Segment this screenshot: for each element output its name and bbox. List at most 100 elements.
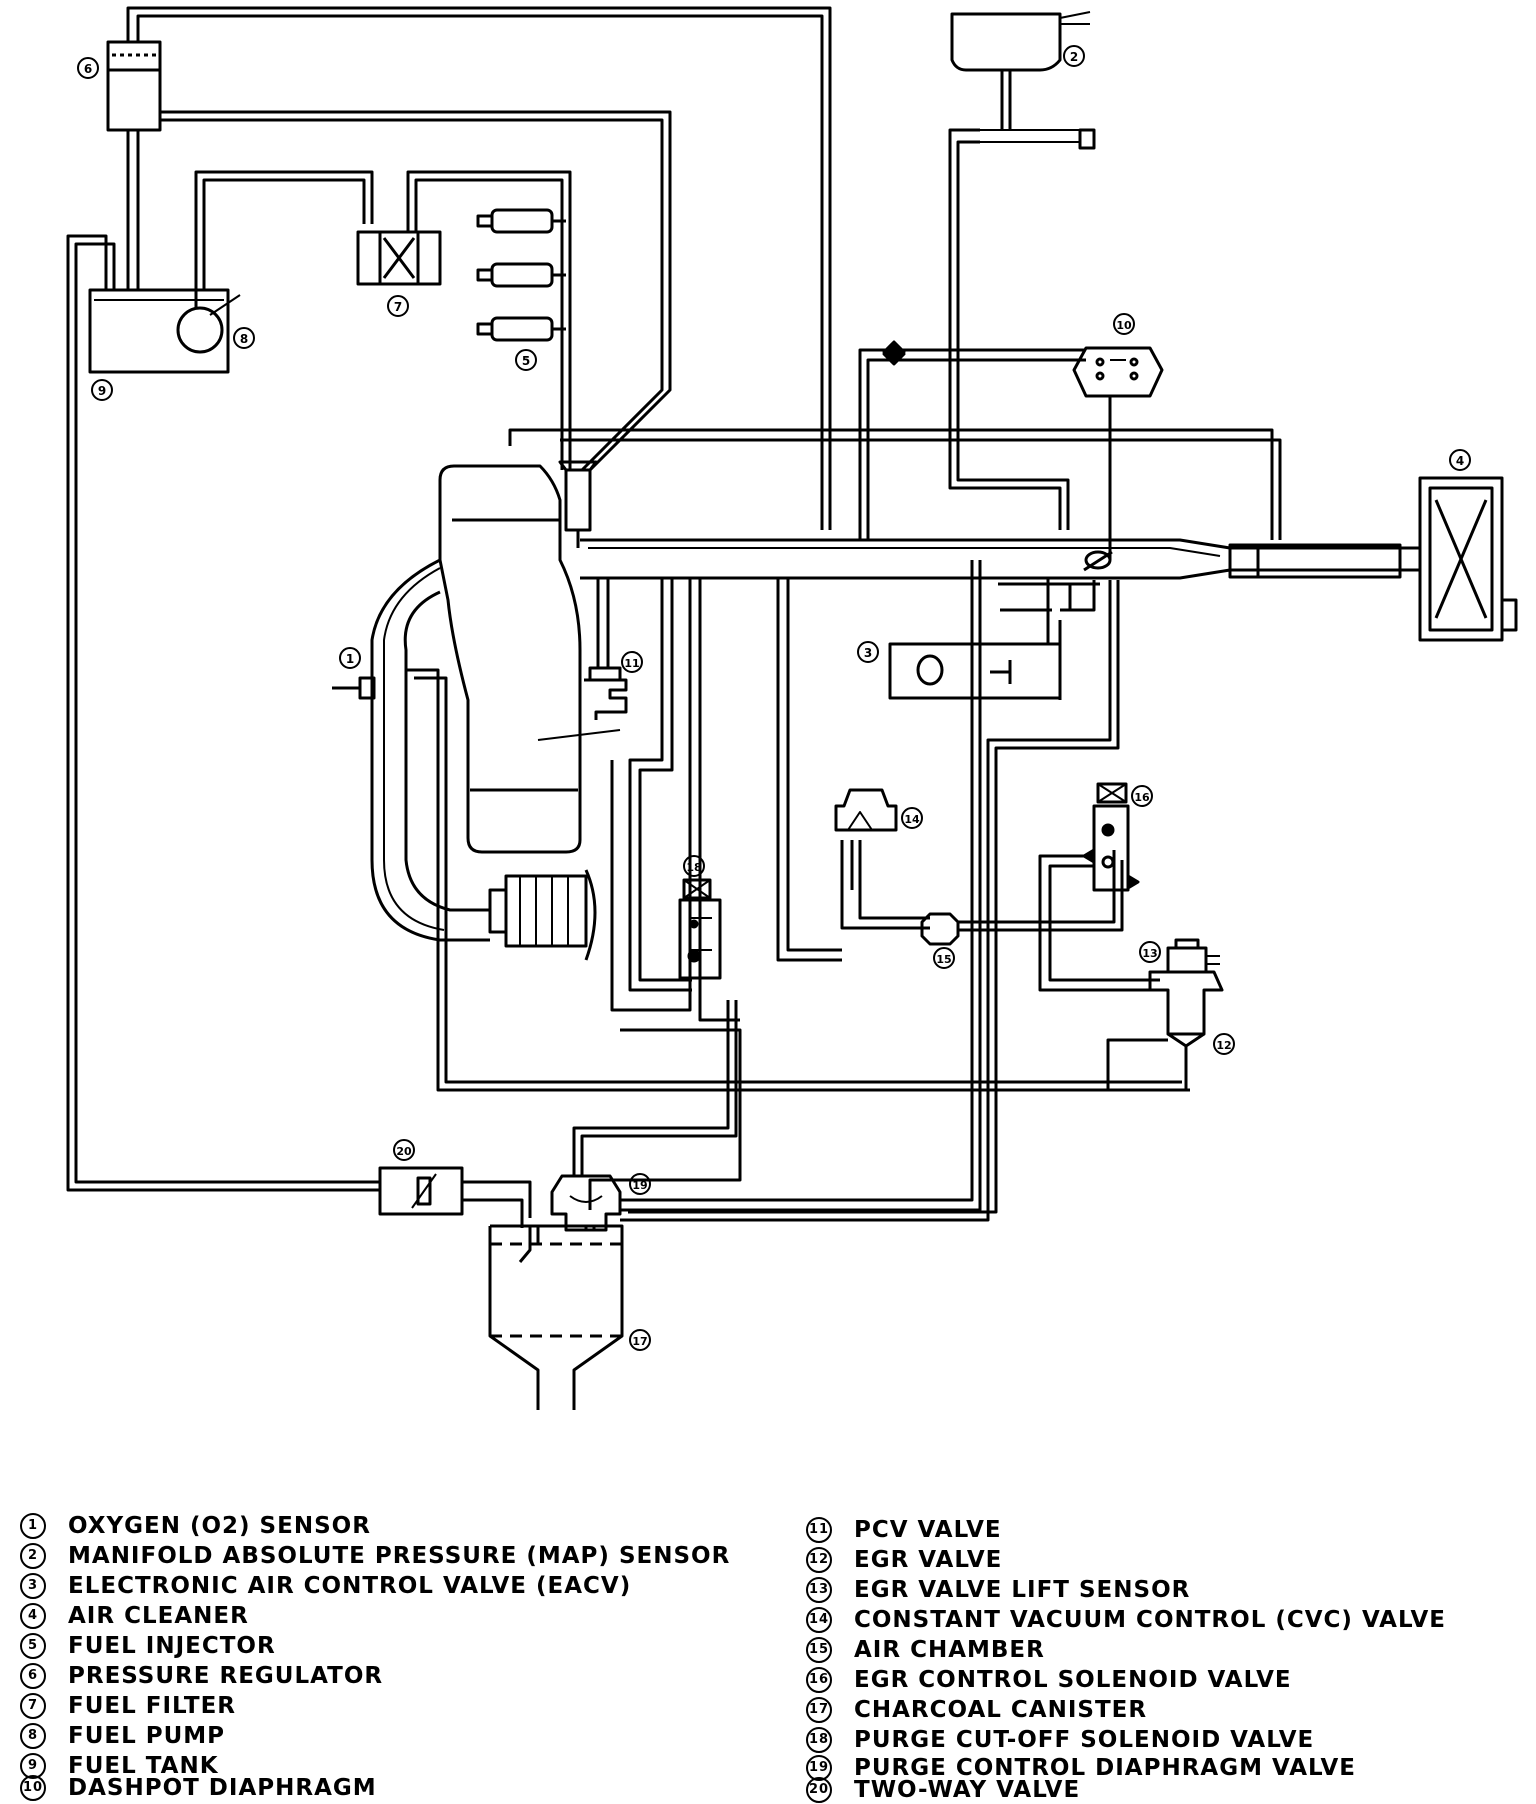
two-way-valve — [378, 1166, 464, 1216]
legend-label: PCV VALVE — [854, 1516, 1002, 1543]
svg-text:9: 9 — [98, 384, 106, 398]
callout-4: 4 — [1449, 449, 1471, 471]
svg-text:3: 3 — [864, 646, 872, 660]
legend-number: 3 — [20, 1572, 46, 1599]
legend-item-1: 1 OXYGEN (O2) SENSOR — [20, 1512, 371, 1539]
svg-text:15: 15 — [936, 953, 951, 966]
legend-item-15: 15 AIR CHAMBER — [806, 1636, 1045, 1663]
legend-number: 14 — [806, 1606, 832, 1633]
svg-text:14: 14 — [904, 813, 920, 826]
map-sensor — [950, 11, 1096, 150]
legend-item-14: 14 CONSTANT VACUUM CONTROL (CVC) VALVE — [806, 1606, 1446, 1633]
legend-number: 1 — [20, 1512, 46, 1539]
callout-10: 10 — [1113, 313, 1135, 335]
svg-text:5: 5 — [522, 354, 530, 368]
charcoal-canister — [488, 1224, 624, 1410]
legend-label: OXYGEN (O2) SENSOR — [68, 1512, 371, 1539]
fuel-tank — [88, 288, 230, 374]
callout-12: 12 — [1213, 1033, 1235, 1055]
svg-text:17: 17 — [632, 1335, 647, 1348]
legend-number: 18 — [806, 1726, 832, 1753]
legend-item-20: 20 TWO-WAY VALVE — [806, 1776, 1080, 1803]
legend-item-12: 12 EGR VALVE — [806, 1546, 1002, 1573]
svg-text:2: 2 — [1070, 50, 1078, 64]
callout-14: 14 — [901, 807, 923, 829]
callout-15: 15 — [933, 947, 955, 969]
legend-item-2: 2 MANIFOLD ABSOLUTE PRESSURE (MAP) SENSOR — [20, 1542, 730, 1569]
legend-number: 12 — [806, 1546, 832, 1573]
legend-label: CHARCOAL CANISTER — [854, 1696, 1148, 1723]
svg-text:20: 20 — [396, 1145, 412, 1158]
callout-6: 6 — [77, 57, 99, 79]
legend-label: FUEL INJECTOR — [68, 1632, 276, 1659]
callout-7: 7 — [387, 295, 409, 317]
svg-text:6: 6 — [84, 62, 92, 76]
intake-manifold — [438, 464, 582, 854]
legend-number: 10 — [20, 1774, 46, 1801]
callout-3: 3 — [857, 641, 879, 663]
air-chamber — [920, 912, 960, 946]
legend-number: 7 — [20, 1692, 46, 1719]
legend-number: 4 — [20, 1602, 46, 1629]
legend-label: PRESSURE REGULATOR — [68, 1662, 384, 1689]
callout-1: 1 — [339, 647, 361, 669]
pcv-valve — [537, 666, 628, 741]
legend-label: ELECTRONIC AIR CONTROL VALVE (EACV) — [68, 1572, 632, 1599]
callout-17: 17 — [629, 1329, 651, 1351]
pressure-regulator — [106, 40, 162, 132]
legend-item-4: 4 AIR CLEANER — [20, 1602, 249, 1629]
legend-label: MANIFOLD ABSOLUTE PRESSURE (MAP) SENSOR — [68, 1542, 731, 1569]
legend-item-11: 11 PCV VALVE — [806, 1516, 1002, 1543]
purge-cutoff-solenoid-valve — [678, 878, 722, 980]
legend-item-16: 16 EGR CONTROL SOLENOID VALVE — [806, 1666, 1292, 1693]
exhaust-pipe — [488, 869, 597, 961]
callout-16: 16 — [1131, 785, 1153, 807]
legend-number: 5 — [20, 1632, 46, 1659]
legend-number: 13 — [806, 1576, 832, 1603]
legend-label: FUEL FILTER — [68, 1692, 236, 1719]
purge-control-diaphragm-valve — [550, 1174, 622, 1232]
svg-text:12: 12 — [1216, 1039, 1231, 1052]
fuel-filter — [356, 230, 442, 286]
callout-11: 11 — [621, 651, 643, 673]
main-injector — [558, 460, 598, 548]
legend-number: 11 — [806, 1516, 832, 1543]
egr-valve-lift-sensor — [1166, 938, 1220, 974]
legend-number: 15 — [806, 1636, 832, 1663]
legend-label: AIR CHAMBER — [854, 1636, 1045, 1663]
legend-label: EGR CONTROL SOLENOID VALVE — [854, 1666, 1292, 1693]
legend-label: TWO-WAY VALVE — [854, 1776, 1081, 1803]
legend-number: 2 — [20, 1542, 46, 1569]
callout-20: 20 — [393, 1139, 415, 1161]
callout-5: 5 — [515, 349, 537, 371]
callout-19: 19 — [629, 1173, 651, 1195]
svg-text:7: 7 — [394, 300, 402, 314]
legend-item-7: 7 FUEL FILTER — [20, 1692, 236, 1719]
egr-control-solenoid-valve — [1082, 782, 1140, 892]
svg-text:18: 18 — [686, 861, 701, 874]
legend-label: AIR CLEANER — [68, 1602, 249, 1629]
legend-number: 16 — [806, 1666, 832, 1693]
callout-18: 18 — [683, 855, 705, 877]
legend-label: FUEL PUMP — [68, 1722, 226, 1749]
svg-text:10: 10 — [1116, 319, 1132, 332]
svg-text:11: 11 — [624, 657, 639, 670]
callout-9: 9 — [91, 379, 113, 401]
callouts: 1 2 3 4 5 6 7 8 9 10 11 12 13 14 15 16 1… — [77, 45, 1471, 1351]
callout-13: 13 — [1139, 941, 1161, 963]
legend-number: 20 — [806, 1776, 832, 1803]
legend-label: EGR VALVE — [854, 1546, 1003, 1573]
svg-text:4: 4 — [1456, 454, 1464, 468]
oxygen-sensor — [332, 676, 376, 700]
dashpot-diaphragm — [1072, 346, 1164, 398]
svg-text:8: 8 — [240, 332, 248, 346]
legend-label: PURGE CONTROL DIAPHRAGM VALVE — [854, 1754, 1357, 1781]
legend-label: CONSTANT VACUUM CONTROL (CVC) VALVE — [854, 1606, 1446, 1633]
